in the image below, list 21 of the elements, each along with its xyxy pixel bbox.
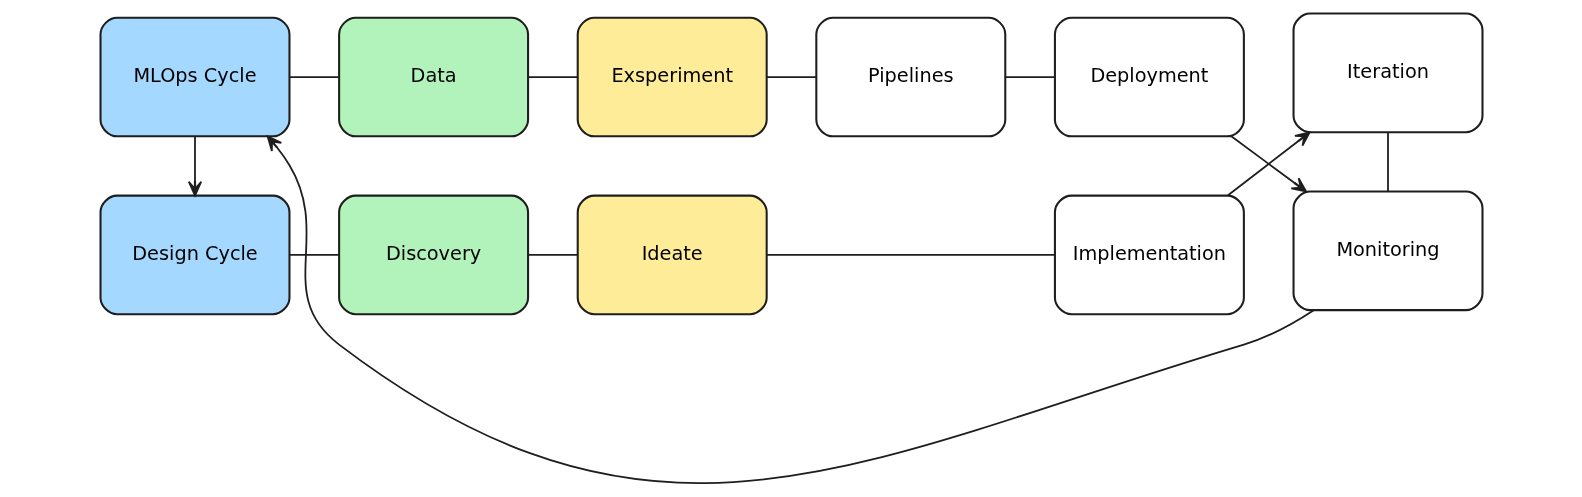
node-box: Deployment [1053, 16, 1245, 138]
node-box: Iteration [1292, 12, 1483, 134]
node-box: Data [337, 16, 529, 138]
node-box: Pipelines [814, 16, 1006, 138]
node-box: Monitoring [1292, 190, 1483, 312]
node-box: Design Cycle [99, 194, 290, 316]
connector [288, 254, 340, 256]
node-box: Ideate [576, 194, 768, 316]
node-box: Exsperiment [576, 16, 768, 138]
connector [288, 76, 340, 78]
connector [1004, 76, 1056, 78]
node-box: Implementation [1053, 194, 1245, 316]
connector [526, 76, 578, 78]
arrow [187, 135, 202, 197]
arrow [266, 135, 1315, 485]
node-box: Discovery [337, 194, 529, 316]
node-box: MLOps Cycle [99, 16, 290, 138]
connector [526, 254, 578, 256]
connector [765, 254, 1056, 256]
connector [1386, 131, 1389, 193]
connector [765, 76, 817, 78]
